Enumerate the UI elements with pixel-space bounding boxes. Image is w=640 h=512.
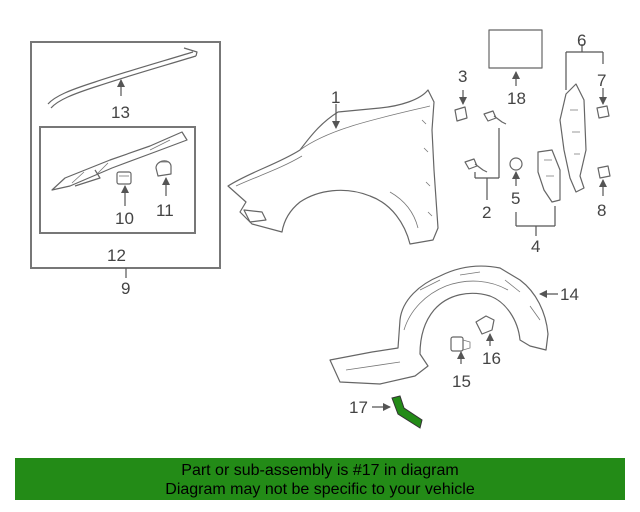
part-3-block[interactable] xyxy=(454,106,468,122)
part-12-garnish[interactable] xyxy=(51,131,188,191)
callout-14: 14 xyxy=(560,285,579,304)
part-11-clip[interactable] xyxy=(155,160,172,177)
callout-8: 8 xyxy=(597,201,606,220)
leader-2-branch xyxy=(474,128,500,179)
notice-line-1: Part or sub-assembly is #17 in diagram xyxy=(181,462,459,479)
callout-10: 10 xyxy=(115,209,134,228)
callout-18: 18 xyxy=(507,89,526,108)
callout-4: 4 xyxy=(531,237,540,256)
callout-7: 7 xyxy=(597,71,606,90)
part-1-fender[interactable] xyxy=(227,89,439,245)
callout-9: 9 xyxy=(121,279,130,298)
callout-2: 2 xyxy=(482,203,491,222)
part-10-clip[interactable] xyxy=(116,171,132,185)
callout-13: 13 xyxy=(111,103,130,122)
part-5-clip[interactable] xyxy=(509,157,523,171)
callout-11: 11 xyxy=(156,201,174,220)
part-16-clip[interactable] xyxy=(475,315,495,335)
callout-16: 16 xyxy=(482,349,501,368)
notice-banner: Part or sub-assembly is #17 in diagram D… xyxy=(15,458,625,500)
part-17-bracket[interactable] xyxy=(391,395,423,429)
leader-4-bracket xyxy=(515,206,556,236)
part-6-bracket[interactable] xyxy=(559,83,587,193)
part-13-molding[interactable] xyxy=(47,47,198,109)
callout-17: 17 xyxy=(349,398,368,417)
leader-6-bracket xyxy=(565,44,604,90)
callout-6: 6 xyxy=(577,31,586,50)
callout-1: 1 xyxy=(331,88,340,107)
part-2-screw[interactable] xyxy=(464,110,507,173)
part-14-fender-liner[interactable] xyxy=(329,265,549,385)
part-8-clip[interactable] xyxy=(597,165,611,179)
callout-15: 15 xyxy=(452,372,471,391)
callout-5: 5 xyxy=(511,189,520,208)
callout-12: 12 xyxy=(107,246,126,265)
parts-diagram: 1 2 3 4 5 6 7 8 9 10 11 12 13 14 15 16 1… xyxy=(30,29,611,429)
callout-3: 3 xyxy=(458,67,467,86)
part-7-clip[interactable] xyxy=(596,105,610,119)
part-4-bracket[interactable] xyxy=(537,149,561,203)
notice-line-2: Diagram may not be specific to your vehi… xyxy=(165,481,475,498)
assembly-box-12 xyxy=(39,126,196,234)
part-18-label[interactable] xyxy=(488,29,543,69)
part-15-clip[interactable] xyxy=(450,336,471,352)
